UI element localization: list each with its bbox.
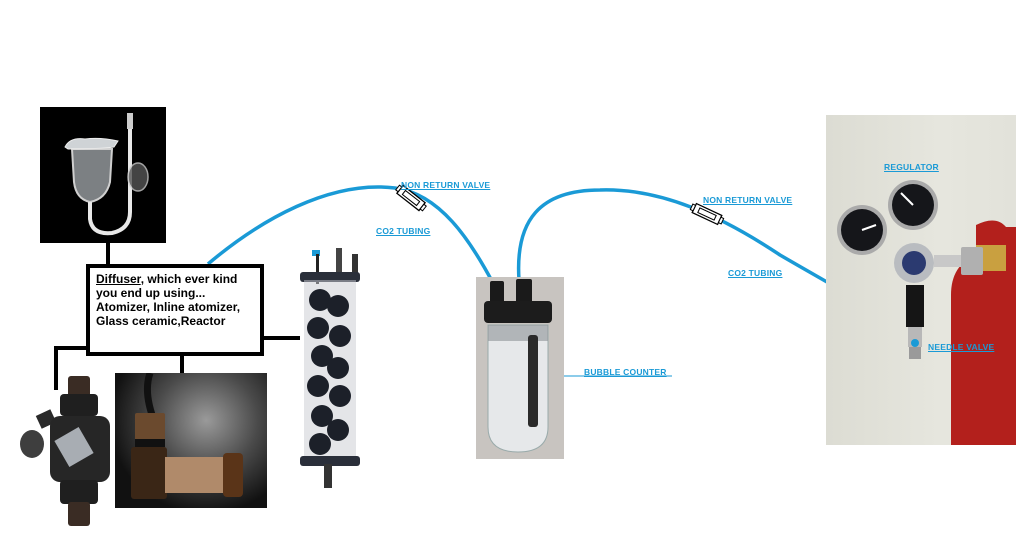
diffuser-description-box: Diffuser, which ever kind you end up usi… xyxy=(86,264,264,356)
glass-diffuser-photo xyxy=(40,107,166,243)
label-bubble-counter: BUBBLE COUNTER xyxy=(584,367,667,377)
label-co2-tubing-2: CO2 TUBING xyxy=(728,268,783,278)
non-return-valve-1-icon xyxy=(395,184,427,212)
co2-reactor-photo xyxy=(294,244,360,494)
diffuser-heading: Diffuser xyxy=(96,272,141,286)
label-non-return-valve-1: NON RETURN VALVE xyxy=(401,180,491,190)
diffuser-line-2: you end up using... xyxy=(96,286,206,300)
diffuser-line-3: Atomizer, Inline atomizer, xyxy=(96,300,241,314)
inline-atomizer-icon xyxy=(20,376,110,526)
diffuser-line-4: Glass ceramic,Reactor xyxy=(96,314,226,328)
label-co2-tubing-1: CO2 TUBING xyxy=(376,226,431,236)
co2-reactor-icon xyxy=(300,248,360,488)
bubble-counter-icon xyxy=(484,279,552,453)
regulator-cylinder-photo xyxy=(826,115,1016,445)
ceramic-atomizer-icon xyxy=(131,373,243,499)
glass-diffuser-icon xyxy=(64,113,149,236)
non-return-valve-2-icon xyxy=(689,202,725,226)
connector-inline-atomizer xyxy=(54,346,88,390)
label-needle-valve: NEEDLE VALVE xyxy=(928,342,995,352)
inline-atomizer-photo xyxy=(20,372,110,528)
diffuser-line-1: , which ever kind xyxy=(140,272,238,286)
co2-tubing-1 xyxy=(206,185,495,284)
ceramic-atomizer-photo xyxy=(115,373,267,508)
regulator-icon xyxy=(837,180,1016,445)
label-non-return-valve-2: NON RETURN VALVE xyxy=(703,195,793,205)
bubble-counter-photo xyxy=(476,277,564,459)
label-regulator: REGULATOR xyxy=(884,162,939,172)
